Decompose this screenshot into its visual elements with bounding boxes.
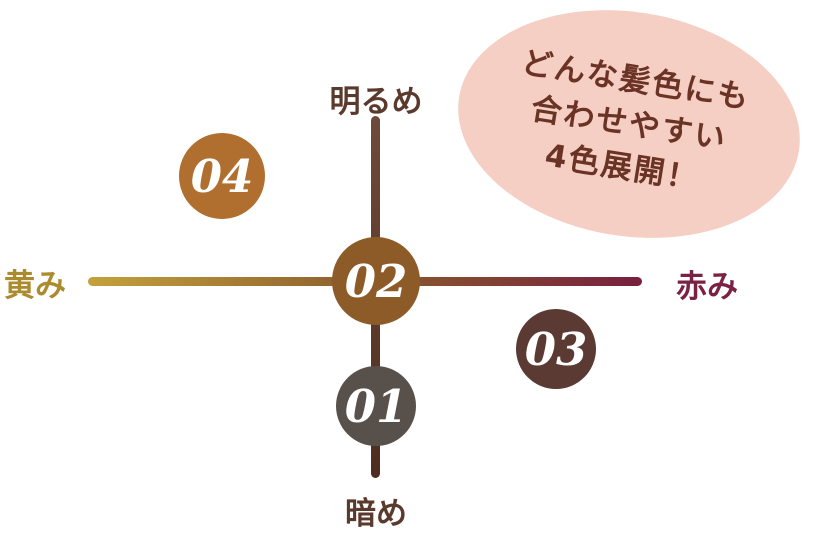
color-point-02: 02 (332, 237, 420, 325)
promo-bubble: どんな髪色にも 合わせやすい 4色展開！ (441, 0, 817, 262)
color-point-01: 01 (336, 366, 416, 446)
color-point-01-label: 01 (344, 379, 408, 433)
axis-label-darker: 暗め (345, 496, 407, 532)
color-point-03-label: 03 (524, 322, 588, 376)
axis-label-brighter: 明るめ (329, 84, 423, 120)
color-point-03: 03 (516, 309, 596, 389)
color-point-02-label: 02 (344, 254, 408, 308)
axis-label-reddish: 赤み (676, 269, 738, 305)
axis-label-yellowish: 黄み (4, 268, 66, 304)
promo-bubble-text: どんな髪色にも 合わせやすい 4色展開！ (505, 41, 754, 208)
color-point-04-label: 04 (190, 149, 254, 203)
color-point-04: 04 (179, 133, 265, 219)
